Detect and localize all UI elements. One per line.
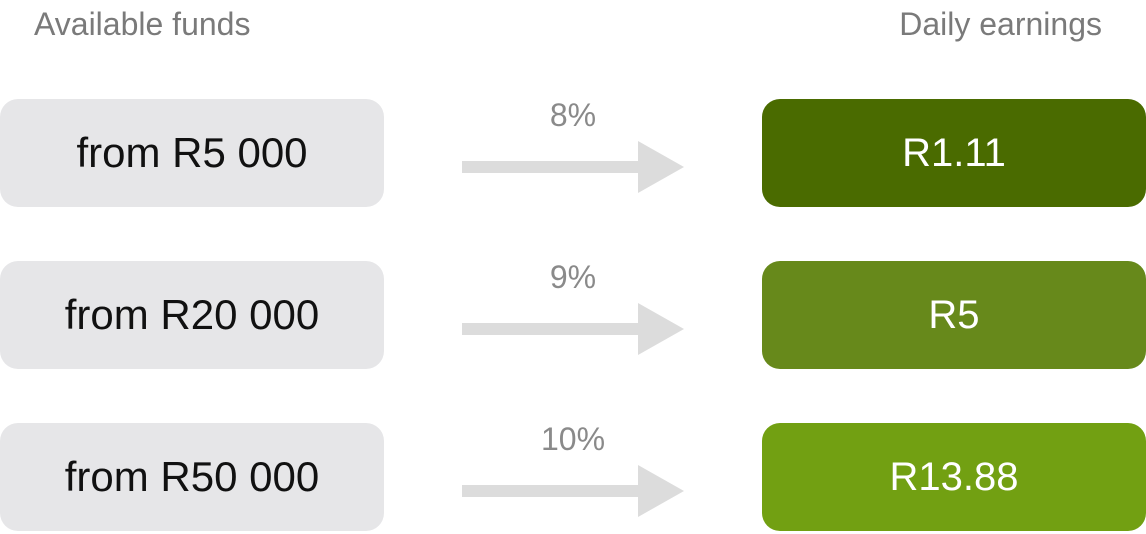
- tier-row: from R20 000 9% R5: [0, 259, 1146, 369]
- earnings-box: R5: [762, 261, 1146, 369]
- earnings-box: R13.88: [762, 423, 1146, 531]
- daily-earnings-header: Daily earnings: [899, 6, 1102, 42]
- rate-label: 9%: [549, 259, 597, 295]
- tier-row: from R50 000 10% R13.88: [0, 421, 1146, 531]
- available-funds-header: Available funds: [34, 6, 251, 42]
- rate-label: 10%: [540, 421, 606, 457]
- right-arrow-icon: [462, 465, 684, 517]
- earnings-box: R1.11: [762, 99, 1146, 207]
- funds-box: from R5 000: [0, 99, 384, 207]
- funds-box: from R20 000: [0, 261, 384, 369]
- right-arrow-icon: [462, 303, 684, 355]
- right-arrow-icon: [462, 141, 684, 193]
- funds-box: from R50 000: [0, 423, 384, 531]
- tier-row: from R5 000 8% R1.11: [0, 97, 1146, 207]
- rate-label: 8%: [549, 97, 597, 133]
